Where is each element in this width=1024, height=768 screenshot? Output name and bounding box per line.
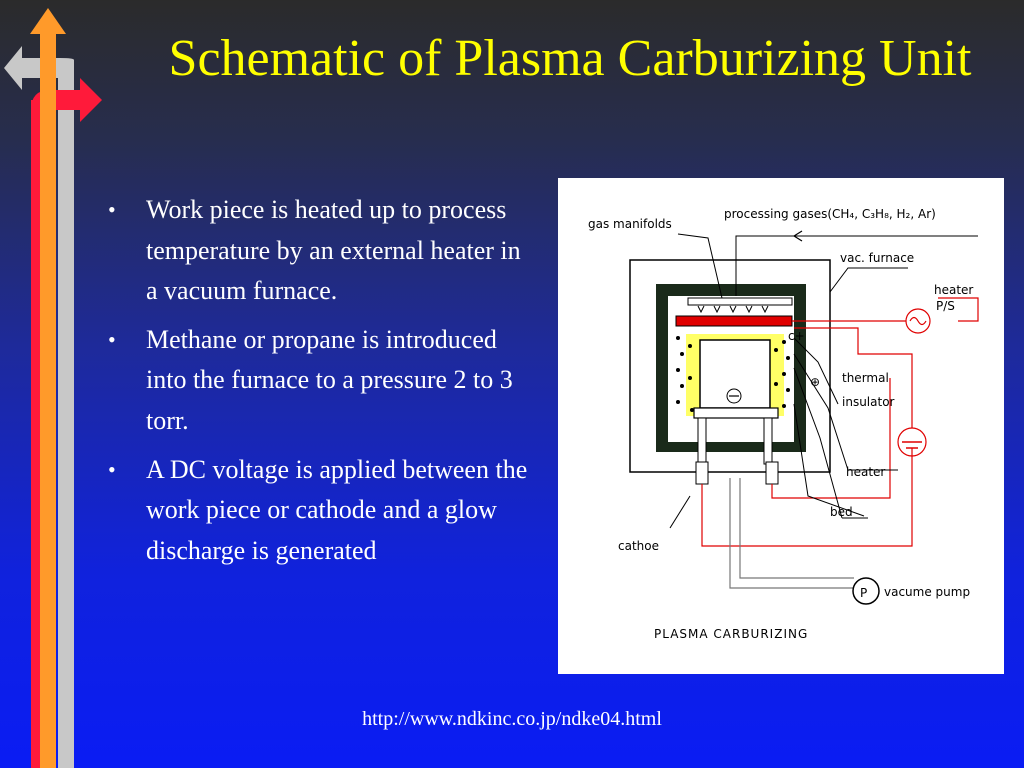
bullet-text: Work piece is heated up to process tempe… [146,195,521,306]
bullet-icon: • [108,456,116,482]
thermal-label-2: insulator [842,395,895,409]
bullet-item: • Methane or propane is introduced into t… [102,320,532,442]
feedthrough-right [765,461,779,485]
gas-manifolds-label: gas manifolds [588,217,672,231]
vac-furnace-label: vac. furnace [840,251,914,265]
right-arrow-icon [31,78,102,122]
heater-label: heater [846,465,885,479]
feedthrough-left [695,461,709,485]
plus-icon: ⊕ [810,375,820,389]
gas-manifold [687,297,793,306]
bed-label: bed [830,505,853,519]
plasma-carburizing-schematic: P gas manifolds processing gases(CH₄, C₃… [558,178,1004,674]
bullet-list: • Work piece is heated up to process temp… [102,190,532,579]
bullet-icon: • [108,326,116,352]
up-arrow-icon [30,8,66,34]
bed-plate [693,407,779,419]
source-url[interactable]: http://www.ndkinc.co.jp/ndke04.html [362,708,662,730]
left-arrow-icon [4,46,74,90]
orange-bar [40,30,56,768]
bullet-icon: • [108,197,116,222]
gray-bar [58,60,74,768]
decorative-arrows [4,8,102,768]
heater-circuit [701,297,979,547]
bullet-item: • Work piece is heated up to process temp… [102,190,532,312]
cplus-label: c+ [788,329,805,343]
bullet-text: Methane or propane is introduced into th… [146,324,513,435]
vacuum-pipe-b [739,478,854,579]
processing-gases-label: processing gases(CH₄, C₃H₈, H₂, Ar) [724,207,936,221]
gas-nozzles [697,305,769,314]
pump-symbol: P [860,586,867,600]
gas-flow-arrow-icon [793,230,803,242]
thermal-label-1: thermal [842,371,889,385]
gas-inlet-line [735,235,978,296]
vac-furnace-outline [629,259,831,473]
bullet-item: • A DC voltage is applied between the wor… [102,450,532,572]
vacuum-pump-icon [852,577,880,605]
heater-ps-label-2: P/S [936,299,955,313]
bed-leg-left [697,417,707,465]
vacuum-pump-label: vacume pump [884,585,970,599]
figure-caption: PLASMA CARBURIZING [654,627,808,641]
slide-title: Schematic of Plasma Carburizing Unit [168,30,972,87]
schematic-svg: P gas manifolds processing gases(CH₄, C₃… [588,207,979,641]
heater-element [675,315,793,327]
vacuum-pipe-a [729,478,854,589]
leader-lines [669,233,908,529]
cathoe-label: cathoe [618,539,659,553]
ac-wave [909,316,927,326]
heater-ps-label-1: heater [934,283,973,297]
bullet-text: A DC voltage is applied between the work… [146,454,528,565]
bed-leg-right [763,417,773,465]
